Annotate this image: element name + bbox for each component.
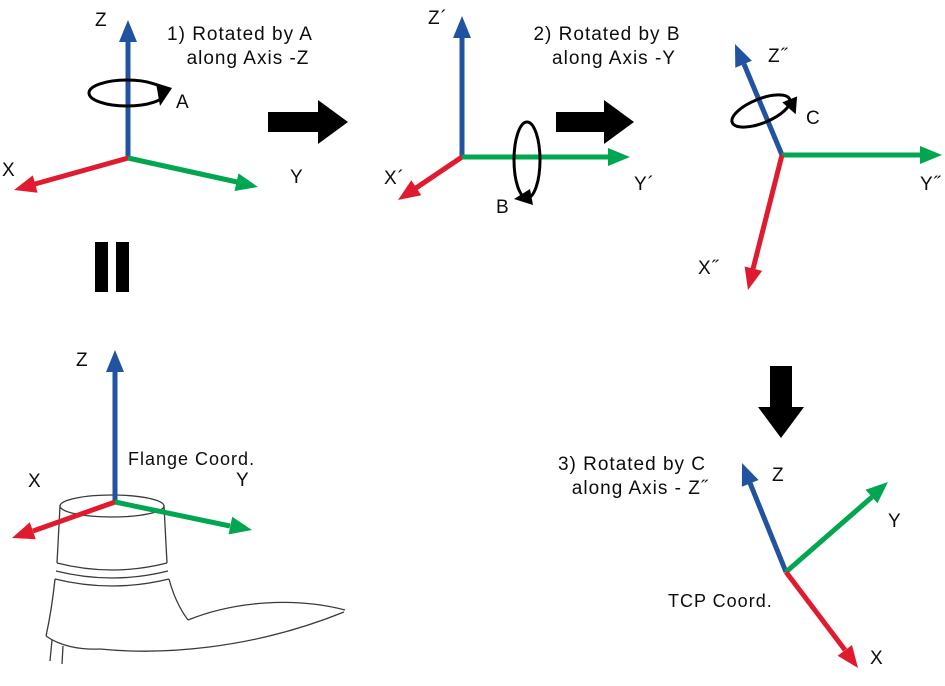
frame3-x-label: X˝: [698, 258, 720, 279]
step3-title-line1: 3) Rotated by C: [558, 454, 706, 475]
frame3-z-label: Z˝: [768, 46, 789, 67]
frame1-z-label: Z: [95, 10, 108, 31]
frame3-z-arrowhead: [735, 44, 752, 68]
sketch-line: [187, 601, 346, 621]
step2-title-line2: along Axis -Y: [552, 48, 676, 69]
step3-title-line2: along Axis - Z˝: [572, 478, 709, 499]
sketch-line: [56, 562, 168, 571]
tcp-y-label: Y: [888, 511, 902, 532]
tcp-z-arrowhead: [741, 463, 759, 487]
frame1-group: Z X Y A 1) Rotated by A along Axis -Z: [2, 10, 313, 193]
frame1-z-arrowhead: [119, 20, 137, 42]
frame1-x-axis: [34, 155, 129, 187]
sketch-line: [61, 645, 64, 665]
frame3-y-arrowhead: [920, 146, 942, 164]
transition-arrow-right-2: [556, 100, 634, 144]
frame2-z-arrowhead: [453, 16, 471, 38]
frame3-group: Z˝ Y˝ X˝ C: [698, 44, 942, 290]
frame3-x-arrowhead: [744, 266, 763, 290]
sketch-line: [45, 578, 56, 637]
flange-z-arrowhead: [106, 350, 124, 372]
frame2-y-label: Y´: [634, 174, 655, 195]
flange-y-axis: [114, 499, 231, 529]
frame1-y-axis: [127, 155, 238, 185]
frame2-x-axis: [414, 154, 464, 191]
frame2-y-arrowhead: [608, 148, 630, 166]
frame3-z-axis: [741, 63, 785, 156]
rotation-c-label: C: [806, 108, 821, 129]
frame1-y-arrowhead: [234, 173, 258, 191]
rotation-b-arc: [512, 120, 542, 200]
frame2-z-label: Z´: [428, 8, 448, 29]
step2-title-line1: 2) Rotated by B: [533, 24, 680, 45]
sketch-line: [49, 639, 53, 662]
tcp-frame-group: 3) Rotated by C along Axis - Z˝ Z Y X TC…: [558, 454, 902, 669]
frame3-x-axis: [750, 154, 785, 270]
transition-arrow-right-1: [268, 100, 348, 144]
rotation-c-arrowhead: [782, 96, 798, 115]
tcp-y-axis: [784, 495, 874, 574]
frame1-x-label: X: [2, 160, 16, 181]
rotation-b-arrowhead: [514, 189, 533, 205]
sketch-line: [45, 635, 101, 650]
tcp-x-label: X: [870, 648, 884, 669]
frame1-y-label: Y: [290, 167, 304, 188]
equivalence-bar-right: [116, 242, 129, 292]
frame2-group: Z´ X´ Y´ B 2) Rotated by B along Axis -Y: [384, 8, 680, 218]
sketch-line: [168, 578, 189, 621]
sketch-line: [54, 578, 170, 587]
flange-z-label: Z: [76, 350, 89, 371]
tcp-x-axis: [784, 570, 847, 652]
flange-frame-group: Z X Y Flange Coord.: [12, 350, 255, 540]
tcp-z-label: Z: [772, 465, 785, 486]
frame1-x-arrowhead: [14, 175, 38, 193]
frame3-y-label: Y˝: [920, 174, 942, 195]
sketch-line: [99, 611, 345, 652]
flange-coord-caption: Flange Coord.: [128, 449, 255, 469]
equivalence-symbol: [95, 242, 129, 292]
equivalence-bar-left: [95, 242, 108, 292]
rotation-a-arrowhead: [156, 83, 172, 106]
rotation-a-label: A: [176, 92, 190, 113]
frame2-x-label: X´: [384, 168, 405, 189]
flange-x-label: X: [28, 471, 42, 492]
sketch-line: [56, 505, 61, 564]
transition-arrow-down: [758, 366, 804, 438]
flange-x-axis: [32, 499, 116, 534]
flange-y-arrowhead: [228, 516, 252, 535]
sketch-line: [55, 570, 169, 579]
step1-title-line2: along Axis -Z: [187, 48, 310, 69]
tcp-x-arrowhead: [837, 645, 858, 668]
rotation-b-label: B: [496, 197, 510, 218]
flange-y-label: Y: [236, 470, 250, 491]
step1-title-line1: 1) Rotated by A: [167, 24, 313, 45]
tcp-y-arrowhead: [865, 482, 888, 504]
tcp-coord-caption: TCP Coord.: [668, 591, 773, 611]
tcp-z-axis: [747, 482, 789, 573]
frame2-x-arrowhead: [398, 180, 422, 200]
flange-x-arrowhead: [12, 522, 36, 540]
